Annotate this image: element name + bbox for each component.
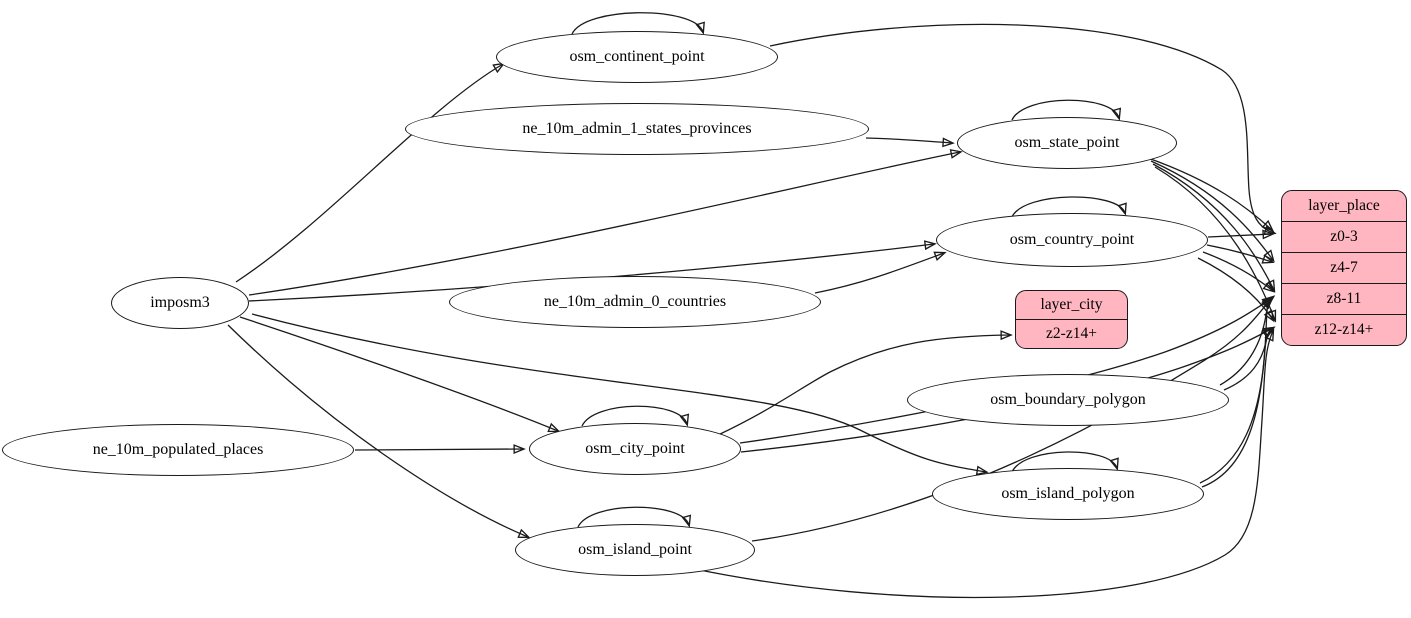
- self-loop-osm_continent_point: [571, 12, 705, 35]
- edge-osm_country_point-layer_place-z12-z14: [1197, 257, 1275, 323]
- self-loop-osm_state_point: [1011, 99, 1122, 121]
- edge-osm_island_point-layer_place-z12-z14: [689, 328, 1275, 599]
- record-row-z0-3: z0-3: [1282, 221, 1406, 252]
- edge-imposm3-osm_island_point: [227, 324, 531, 539]
- edge-imposm3-osm_state_point: [248, 149, 963, 296]
- node-ne-10m-admin-1-states-provinces: ne_10m_admin_1_states_provinces: [405, 103, 869, 155]
- record-title-layer-city: layer_city: [1040, 296, 1103, 313]
- edge-osm_state_point-layer_place-z0-3: [1147, 157, 1275, 232]
- edge-ne_10m_admin_1_states_provinces-osm_state_point: [865, 137, 955, 148]
- record-row-z4-7: z4-7: [1282, 252, 1406, 283]
- node-label: osm_city_point: [585, 440, 685, 457]
- node-layer-place: layer_place z0-3 z4-7 z8-11 z12-z14+: [1281, 190, 1407, 346]
- edge-ne_10m_populated_places-osm_city_point: [354, 444, 526, 455]
- node-label: osm_island_polygon: [1001, 485, 1135, 502]
- edge-osm_country_point-layer_place-z4-7: [1206, 244, 1275, 264]
- edge-osm_city_point-layer_city-z2-z14: [715, 330, 1013, 437]
- record-row-z2-z14: z2-z14+: [1016, 319, 1127, 348]
- node-ne-10m-populated-places: ne_10m_populated_places: [2, 424, 354, 476]
- edge-osm_state_point-layer_place-z4-7: [1150, 160, 1275, 263]
- node-label: osm_state_point: [1014, 134, 1120, 151]
- node-label: ne_10m_admin_1_states_provinces: [522, 120, 752, 137]
- node-osm-boundary-polygon: osm_boundary_polygon: [907, 374, 1229, 426]
- self-loop-osm_island_point: [577, 506, 692, 528]
- self-loop-osm_city_point: [581, 405, 690, 427]
- self-loop-osm_country_point: [1011, 196, 1127, 218]
- edge-osm_country_point-layer_place-z0-3: [1207, 229, 1275, 240]
- node-label: osm_continent_point: [569, 48, 705, 65]
- node-label: osm_boundary_polygon: [990, 391, 1146, 408]
- edge-imposm3-osm_city_point: [239, 316, 561, 433]
- edge-osm_country_point-layer_place-z8-11: [1202, 251, 1276, 293]
- record-row-z8-11: z8-11: [1282, 283, 1406, 314]
- edge-imposm3-osm_continent_point: [235, 62, 506, 283]
- node-layer-city: layer_city z2-z14+: [1015, 290, 1128, 349]
- edge-ne_10m_admin_0_countries-osm_country_point: [814, 251, 947, 294]
- node-label: osm_country_point: [1009, 231, 1135, 248]
- self-loop-osm_island_polygon: [1011, 451, 1119, 473]
- node-label: osm_island_point: [578, 541, 692, 558]
- node-osm-state-point: osm_state_point: [957, 117, 1177, 169]
- edge-osm_continent_point-layer_place-z0-3: [769, 23, 1277, 235]
- node-label: ne_10m_populated_places: [92, 441, 264, 458]
- node-osm-island-polygon: osm_island_polygon: [932, 468, 1204, 520]
- node-label: ne_10m_admin_0_countries: [543, 293, 727, 310]
- node-imposm3: imposm3: [111, 277, 249, 329]
- node-osm-country-point: osm_country_point: [936, 213, 1208, 267]
- edge-imposm3-osm_island_polygon: [251, 313, 989, 476]
- node-osm-continent-point: osm_continent_point: [496, 31, 778, 83]
- node-osm-island-point: osm_island_point: [515, 524, 755, 576]
- node-ne-10m-admin-0-countries: ne_10m_admin_0_countries: [449, 276, 821, 328]
- node-osm-city-point: osm_city_point: [529, 423, 741, 475]
- record-row-z12-z14: z12-z14+: [1282, 314, 1406, 345]
- edge-osm_city_point-layer_place-z8-11: [739, 296, 1275, 444]
- node-label: imposm3: [150, 294, 210, 311]
- record-title-layer-place: layer_place: [1308, 197, 1380, 214]
- edge-osm_state_point-layer_place-z8-11: [1152, 163, 1276, 293]
